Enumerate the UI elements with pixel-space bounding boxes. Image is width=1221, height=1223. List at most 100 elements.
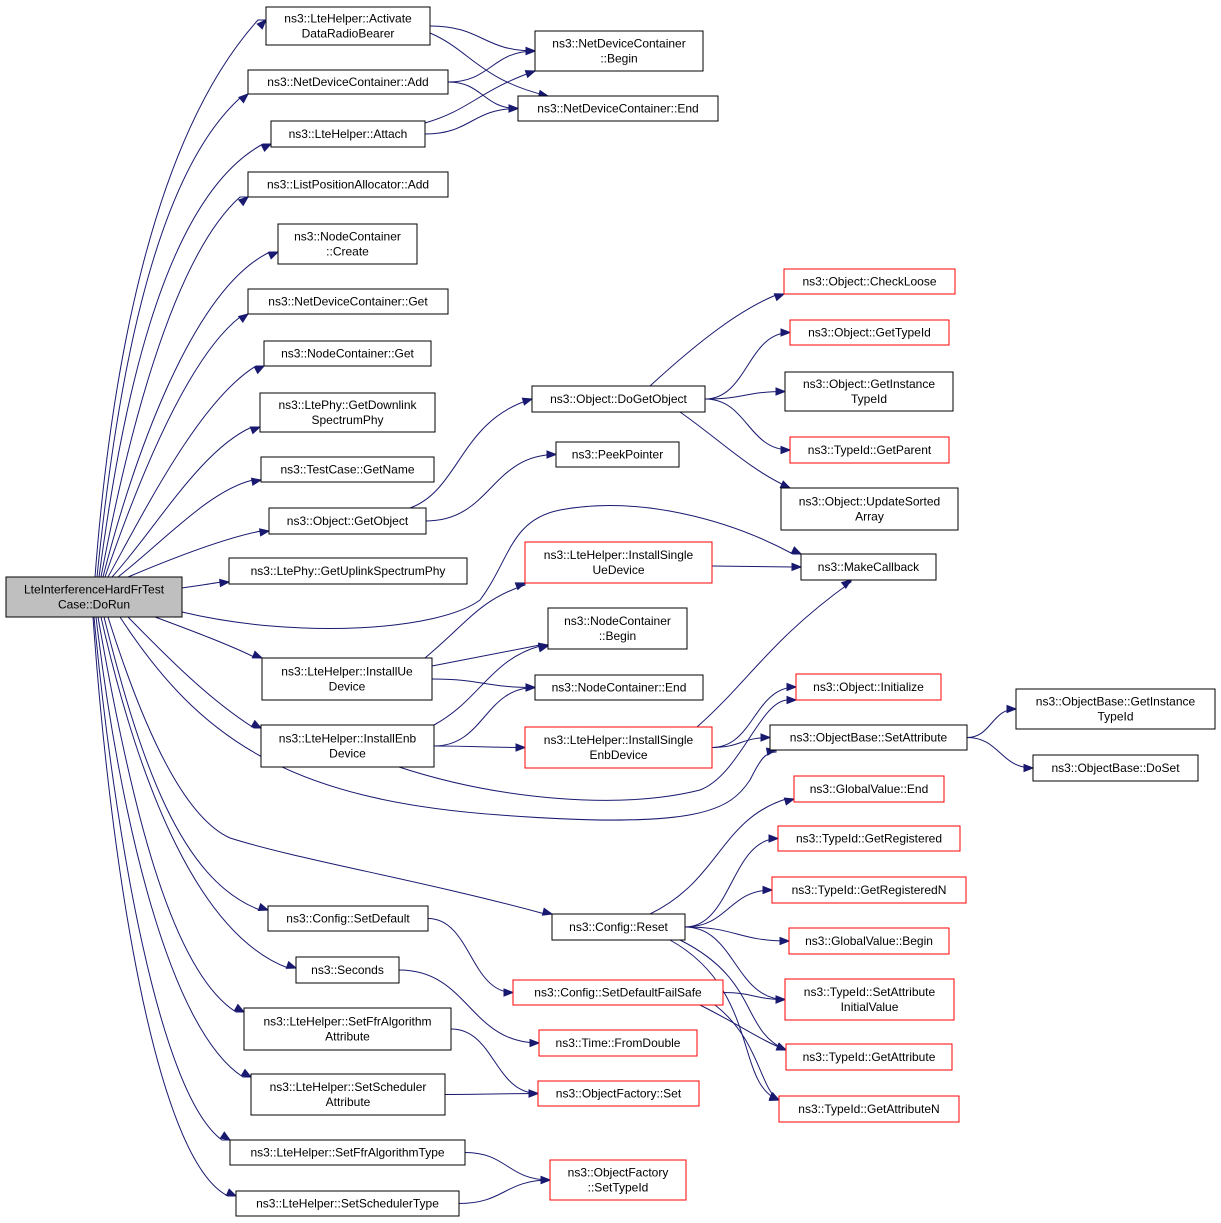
node-ndc_add[interactable]: ns3::NetDeviceContainer::Add — [247, 69, 449, 95]
node-fromdouble[interactable]: ns3::Time::FromDouble — [538, 1029, 698, 1057]
node-box[interactable] — [788, 927, 950, 955]
node-getul[interactable]: ns3::LtePhy::GetUplinkSpectrumPhy — [228, 557, 468, 585]
node-ob_setattribute[interactable]: ns3::ObjectBase::SetAttribute — [769, 724, 968, 751]
node-ndc_end[interactable]: ns3::NetDeviceContainer::End — [517, 95, 719, 122]
node-ndc_get[interactable]: ns3::NetDeviceContainer::Get — [247, 288, 449, 315]
node-tid_getregistered[interactable]: ns3::TypeId::GetRegistered — [777, 825, 961, 852]
node-box[interactable] — [534, 674, 704, 701]
node-box[interactable] — [235, 1190, 460, 1217]
node-box[interactable] — [243, 1007, 452, 1051]
node-box[interactable] — [555, 441, 680, 468]
node-peekpointer[interactable]: ns3::PeekPointer — [555, 441, 680, 468]
node-box[interactable] — [531, 385, 706, 413]
node-box[interactable] — [551, 913, 686, 941]
node-gv_end[interactable]: ns3::GlobalValue::End — [793, 775, 945, 803]
node-box[interactable] — [270, 120, 426, 148]
node-box[interactable] — [1015, 688, 1216, 730]
node-attach[interactable]: ns3::LteHelper::Attach — [270, 120, 426, 148]
node-box[interactable] — [5, 576, 183, 618]
node-nc_get[interactable]: ns3::NodeContainer::Get — [263, 340, 432, 367]
node-box[interactable] — [267, 905, 429, 932]
node-box[interactable] — [524, 726, 713, 769]
node-box[interactable] — [800, 553, 937, 581]
node-seconds[interactable]: ns3::Seconds — [295, 956, 400, 984]
node-box[interactable] — [769, 724, 968, 751]
node-setdefaultfailsafe[interactable]: ns3::Config::SetDefaultFailSafe — [512, 979, 724, 1006]
node-getname[interactable]: ns3::TestCase::GetName — [260, 456, 435, 483]
node-box[interactable] — [785, 1043, 953, 1071]
node-box[interactable] — [247, 288, 449, 315]
node-box[interactable] — [784, 371, 954, 412]
node-tid_getattributen[interactable]: ns3::TypeId::GetAttributeN — [778, 1095, 960, 1123]
node-makecallback[interactable]: ns3::MakeCallback — [800, 553, 937, 581]
node-box[interactable] — [247, 69, 449, 95]
node-tid_getattribute[interactable]: ns3::TypeId::GetAttribute — [785, 1043, 953, 1071]
node-box[interactable] — [549, 1159, 687, 1201]
node-box[interactable] — [778, 1095, 960, 1123]
node-getobject[interactable]: ns3::Object::GetObject — [268, 507, 427, 535]
node-box[interactable] — [263, 340, 432, 367]
node-setffrtype[interactable]: ns3::LteHelper::SetFfrAlgorithmType — [229, 1139, 466, 1166]
node-box[interactable] — [789, 319, 950, 346]
node-box[interactable] — [534, 30, 704, 72]
node-box[interactable] — [793, 775, 945, 803]
node-nc_begin[interactable]: ns3::NodeContainer::Begin — [547, 607, 688, 650]
node-box[interactable] — [295, 956, 400, 984]
node-obj_gettypeid[interactable]: ns3::Object::GetTypeId — [789, 319, 950, 346]
node-ob_doset[interactable]: ns3::ObjectBase::DoSet — [1032, 754, 1199, 782]
node-cfg_setdefault[interactable]: ns3::Config::SetDefault — [267, 905, 429, 932]
node-tid_getregisteredn[interactable]: ns3::TypeId::GetRegisteredN — [771, 876, 967, 904]
node-of_settypeid[interactable]: ns3::ObjectFactory::SetTypeId — [549, 1159, 687, 1201]
node-box[interactable] — [228, 557, 468, 585]
node-obj_initialize[interactable]: ns3::Object::Initialize — [795, 673, 942, 701]
node-lpa_add[interactable]: ns3::ListPositionAllocator::Add — [247, 171, 449, 198]
node-box[interactable] — [260, 724, 435, 768]
node-box[interactable] — [771, 876, 967, 904]
node-box[interactable] — [783, 268, 956, 295]
node-box[interactable] — [538, 1029, 698, 1057]
node-dogetobject[interactable]: ns3::Object::DoGetObject — [531, 385, 706, 413]
node-box[interactable] — [547, 607, 688, 650]
node-box[interactable] — [795, 673, 942, 701]
node-ndc_begin[interactable]: ns3::NetDeviceContainer::Begin — [534, 30, 704, 72]
node-box[interactable] — [260, 456, 435, 483]
node-box[interactable] — [268, 507, 427, 535]
node-box[interactable] — [261, 657, 433, 701]
node-tid_getparent[interactable]: ns3::TypeId::GetParent — [789, 436, 950, 464]
node-of_set[interactable]: ns3::ObjectFactory::Set — [537, 1080, 700, 1107]
node-box[interactable] — [229, 1139, 466, 1166]
node-box[interactable] — [524, 541, 713, 584]
node-box[interactable] — [777, 825, 961, 852]
node-box[interactable] — [784, 978, 955, 1021]
node-box[interactable] — [789, 436, 950, 464]
node-box[interactable] — [537, 1080, 700, 1107]
node-nc_end[interactable]: ns3::NodeContainer::End — [534, 674, 704, 701]
node-nc_create[interactable]: ns3::NodeContainer::Create — [277, 223, 418, 265]
node-box[interactable] — [277, 223, 418, 265]
node-gv_begin[interactable]: ns3::GlobalValue::Begin — [788, 927, 950, 955]
node-box[interactable] — [512, 979, 724, 1006]
node-box[interactable] — [259, 392, 436, 433]
node-box[interactable] — [250, 1073, 446, 1116]
node-setschedtype[interactable]: ns3::LteHelper::SetSchedulerType — [235, 1190, 460, 1217]
node-box[interactable] — [1032, 754, 1199, 782]
node-cfg_reset[interactable]: ns3::Config::Reset — [551, 913, 686, 941]
node-box[interactable] — [265, 6, 431, 46]
node-box[interactable] — [780, 487, 959, 531]
node-checkloose[interactable]: ns3::Object::CheckLoose — [783, 268, 956, 295]
node-box[interactable] — [517, 95, 719, 122]
node-box[interactable] — [247, 171, 449, 198]
